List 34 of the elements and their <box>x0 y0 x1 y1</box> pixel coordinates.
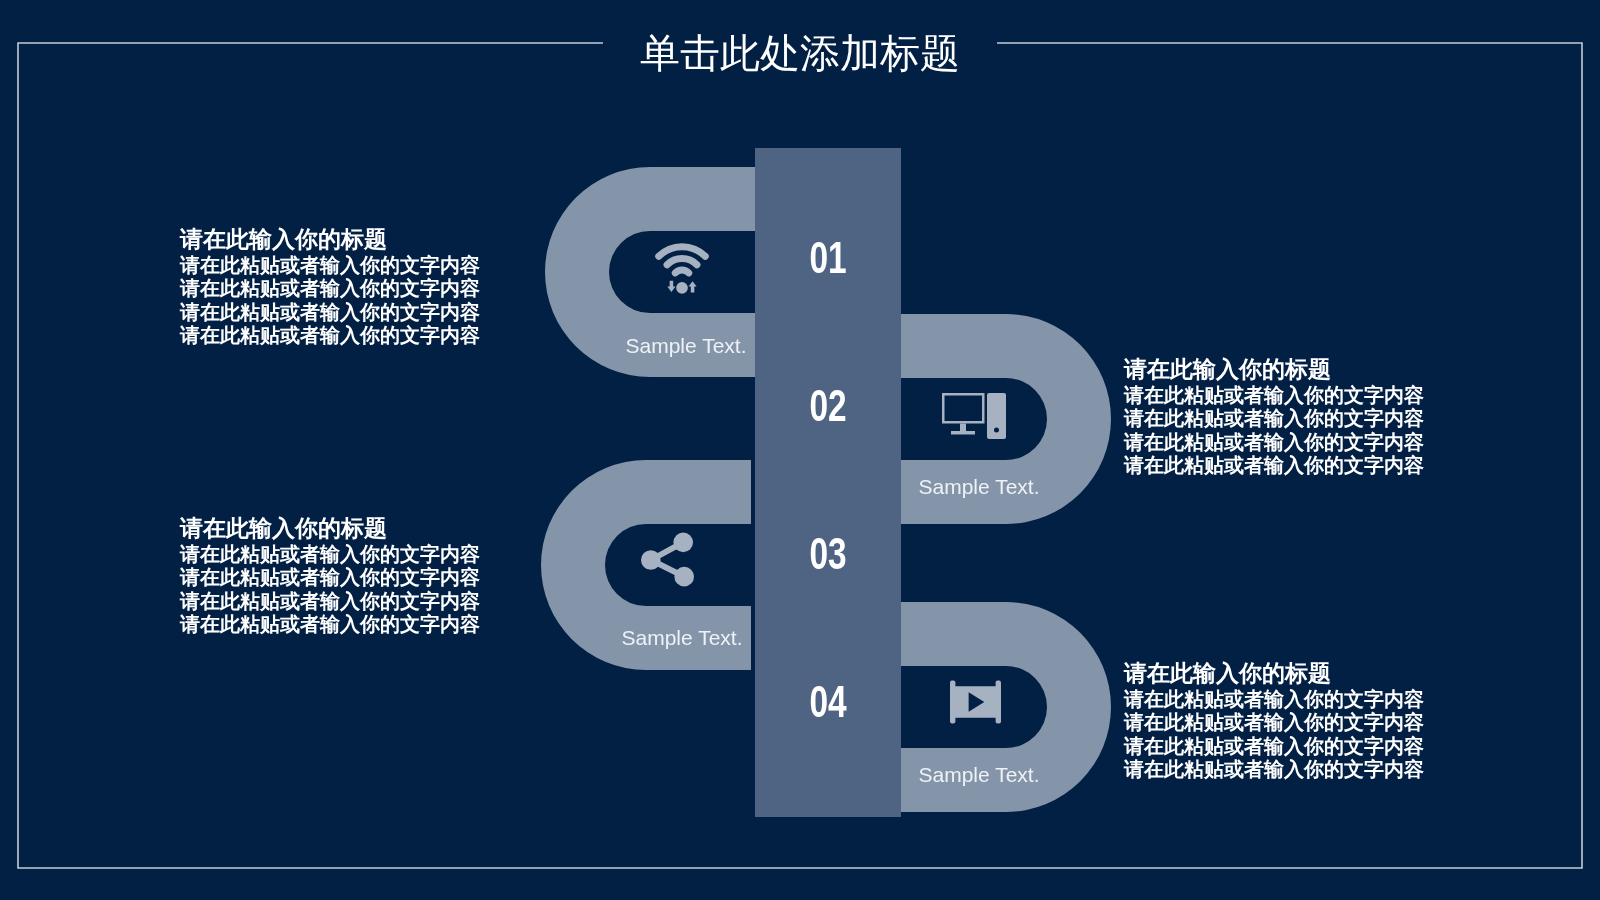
step-number: 04 <box>809 682 847 722</box>
body-text: 请在此粘贴或者输入你的文字内容 <box>180 613 480 636</box>
body-text: 请在此粘贴或者输入你的文字内容 <box>180 566 480 589</box>
body-text: 请在此粘贴或者输入你的文字内容 <box>1124 430 1424 454</box>
block-heading: 请在此输入你的标题 <box>180 515 387 541</box>
body-text: 请在此粘贴或者输入你的文字内容 <box>180 324 480 347</box>
u-shaped-band <box>545 167 755 377</box>
step-number: 03 <box>809 534 847 574</box>
body-text: 请在此粘贴或者输入你的文字内容 <box>1124 687 1424 711</box>
step-number: 01 <box>809 238 847 278</box>
body-text: 请在此粘贴或者输入你的文字内容 <box>180 253 480 277</box>
block-heading: 请在此输入你的标题 <box>1124 356 1331 382</box>
band-caption: Sample Text. <box>621 626 743 650</box>
body-text: 请在此粘贴或者输入你的文字内容 <box>180 300 480 324</box>
body-text: 请在此粘贴或者输入你的文字内容 <box>180 542 480 566</box>
body-text: 请在此粘贴或者输入你的文字内容 <box>180 589 480 613</box>
slide-title: 单击此处添加标题 <box>640 30 960 76</box>
u-shaped-band <box>541 460 751 670</box>
block-heading: 请在此输入你的标题 <box>180 226 387 252</box>
band-caption: Sample Text. <box>918 475 1040 499</box>
step-number: 02 <box>809 386 847 426</box>
block-heading: 请在此输入你的标题 <box>1124 660 1331 686</box>
body-text: 请在此粘贴或者输入你的文字内容 <box>1124 383 1424 407</box>
body-text: 请在此粘贴或者输入你的文字内容 <box>1124 454 1424 477</box>
u-shaped-band <box>901 602 1111 812</box>
band-caption: Sample Text. <box>625 334 747 358</box>
body-text: 请在此粘贴或者输入你的文字内容 <box>1124 758 1424 781</box>
body-text: 请在此粘贴或者输入你的文字内容 <box>1124 734 1424 758</box>
u-shaped-band <box>901 314 1111 524</box>
vertical-bar <box>755 148 901 817</box>
body-text: 请在此粘贴或者输入你的文字内容 <box>180 277 480 300</box>
band-caption: Sample Text. <box>918 763 1040 787</box>
body-text: 请在此粘贴或者输入你的文字内容 <box>1124 711 1424 734</box>
body-text: 请在此粘贴或者输入你的文字内容 <box>1124 407 1424 430</box>
